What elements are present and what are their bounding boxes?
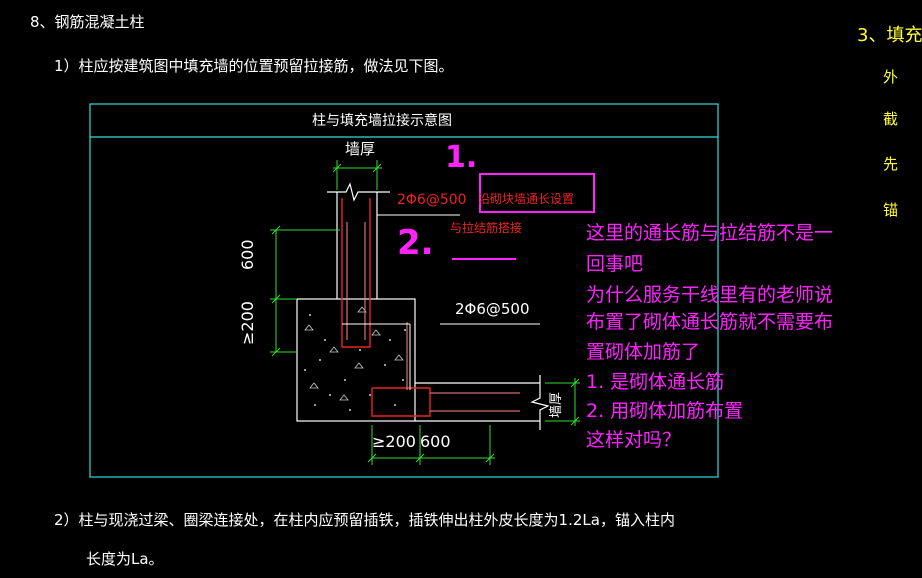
right-edge-text-1: 3、填充 xyxy=(857,25,922,46)
dimension-lines xyxy=(270,160,580,465)
dim-200-horizontal: ≥200 xyxy=(372,432,416,451)
rebar-right-label: 2Φ6@500 xyxy=(455,300,530,318)
figure-title: 柱与填充墙拉接示意图 xyxy=(312,113,452,129)
right-edge-text-4: 先 xyxy=(883,155,899,173)
note-line-3: 为什么服务干线里有的老师说 xyxy=(586,284,834,306)
markup-label-1: 1. xyxy=(445,140,478,175)
note-line-8: 这样对吗？ xyxy=(586,429,682,451)
dim-600-horizontal: 600 xyxy=(420,432,451,451)
note-line-4: 布置了砌体通长筋就不需要布 xyxy=(586,311,834,333)
figure-frame xyxy=(89,103,719,478)
rebar-lines xyxy=(341,198,431,417)
note-line-7: 2. 用砌体加筋布置 xyxy=(586,400,744,422)
note-line-2: 回事吧 xyxy=(586,253,644,275)
dim-600-vertical: 600 xyxy=(238,239,257,270)
rebar-top-note-2: 与拉结筋搭接 xyxy=(450,221,523,235)
wall-thickness-right-label: 墙厚 xyxy=(549,391,564,418)
note-line-6: 1. 是砌体通长筋 xyxy=(586,371,725,393)
item2-text-line2: 长度为La。 xyxy=(86,550,164,568)
annotation-box xyxy=(479,173,595,213)
rebar-top-note: 沿砌块墙通长设置 xyxy=(478,192,575,206)
note-line-1: 这里的通长筋与拉结筋不是一 xyxy=(586,222,834,244)
wall-thickness-label: 墙厚 xyxy=(345,140,376,158)
note-line-5: 置砌体加筋了 xyxy=(586,341,701,363)
item1-text: 1）柱应按建筑图中填充墙的位置预留拉接筋，做法见下图。 xyxy=(54,57,454,75)
column-section xyxy=(296,298,416,422)
item2-text-line1: 2）柱与现浇过梁、圈梁连接处，在柱内应预留插铁，插铁伸出柱外皮长度为1.2La，… xyxy=(54,511,675,529)
cad-drawing xyxy=(89,103,719,478)
break-line-right xyxy=(530,375,550,430)
concrete-aggregate xyxy=(304,306,404,401)
right-edge-text-2: 外 xyxy=(883,68,899,86)
break-line xyxy=(327,182,390,202)
right-edge-text-3: 截 xyxy=(883,110,899,128)
concrete-hatch xyxy=(304,314,406,411)
markup-label-2: 2. xyxy=(397,223,434,263)
right-edge-text-5: 锚 xyxy=(883,201,899,219)
dim-200-vertical: ≥200 xyxy=(238,301,257,345)
rebar-top-label: 2Φ6@500 xyxy=(397,192,467,208)
section-title: 8、钢筋混凝土柱 xyxy=(30,13,145,31)
